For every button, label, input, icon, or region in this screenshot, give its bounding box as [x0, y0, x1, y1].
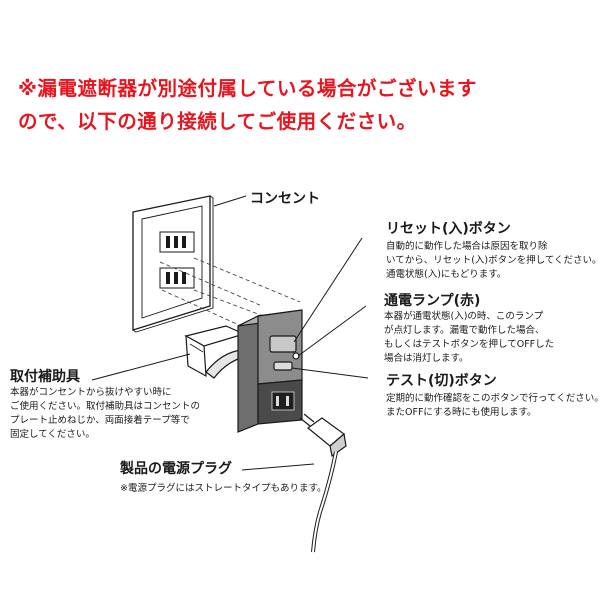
leader-lamp: [297, 305, 367, 357]
breaker-device: [237, 309, 303, 433]
lamp-desc-line: 場合は消灯します。: [384, 353, 469, 364]
label-lamp-title: 通電ランプ(赤): [384, 293, 481, 309]
leader-reset: [293, 237, 363, 343]
leader-outlet: [213, 195, 247, 207]
bracket-desc-line: 本器がコンセントから抜けやすい時に: [10, 387, 172, 398]
test-button-part: [273, 361, 293, 371]
label-plug-note: ※電源プラグにはストレートタイプもあります。: [120, 483, 327, 494]
label-plug-title: 製品の電源プラグ: [120, 461, 232, 477]
label-reset-title: リセット(入)ボタン: [386, 221, 511, 237]
power-plug: [299, 413, 347, 553]
power-lamp-part: [292, 352, 300, 360]
notice-line-2: ので、以下の通り接続してご使用ください。: [18, 110, 417, 133]
outlet-socket-upper: [159, 231, 195, 253]
label-reset-desc: 自動的に動作した場合は原因を取り除 いてから、リセット(入)ボタンを押してくださ…: [386, 240, 600, 282]
bracket-desc-line: プレート止めねじか、両面接着テープ等で: [10, 415, 190, 426]
leader-plug: [241, 463, 315, 471]
bracket-desc-line: ご使用ください。取付補助具はコンセントの: [10, 401, 201, 412]
label-test-title: テスト(切)ボタン: [386, 373, 497, 389]
reset-desc-line: いてから、リセット(入)ボタンを押してください。: [386, 255, 600, 266]
reset-button-part: [269, 335, 297, 353]
mounting-bracket: [184, 325, 250, 379]
test-desc-line: またOFFにする時にも使用します。: [386, 407, 537, 418]
outlet-socket-lower: [159, 267, 195, 289]
outlet-plate: [132, 195, 214, 333]
label-bracket-desc: 本器がコンセントから抜けやすい時に ご使用ください。取付補助具はコンセントの プ…: [10, 386, 200, 442]
label-outlet: コンセント: [250, 191, 320, 207]
lamp-desc-line: が点灯します。漏電で動作した場合、: [384, 325, 545, 336]
bracket-desc-line: 固定してください。: [10, 429, 95, 440]
leader-bracket: [91, 353, 191, 381]
reset-desc-line: 通電状態(入)にもどります。: [386, 269, 507, 280]
label-test-desc: 定期的に動作確認をこのボタンで行ってください。 またOFFにする時にも使用します…: [386, 392, 600, 420]
label-lamp-desc: 本器が通電状態(入)の時、このランプ が点灯します。漏電で動作した場合、 もしく…: [384, 310, 554, 366]
reset-desc-line: 自動的に動作した場合は原因を取り除: [386, 241, 548, 252]
lamp-desc-line: 本器が通電状態(入)の時、このランプ: [384, 311, 544, 322]
leader-test: [291, 367, 369, 379]
notice-text: ※漏電遮断器が別途付属している場合がございます ので、以下の通り接続してご使用く…: [18, 72, 588, 138]
lamp-desc-line: もしくはテストボタンを押してOFFした: [384, 339, 555, 350]
leader-lines: [91, 195, 369, 471]
notice-line-1: ※漏電遮断器が別途付属している場合がございます: [18, 77, 477, 100]
test-desc-line: 定期的に動作確認をこのボタンで行ってください。: [386, 393, 600, 404]
label-bracket-title: 取付補助具: [10, 369, 80, 385]
